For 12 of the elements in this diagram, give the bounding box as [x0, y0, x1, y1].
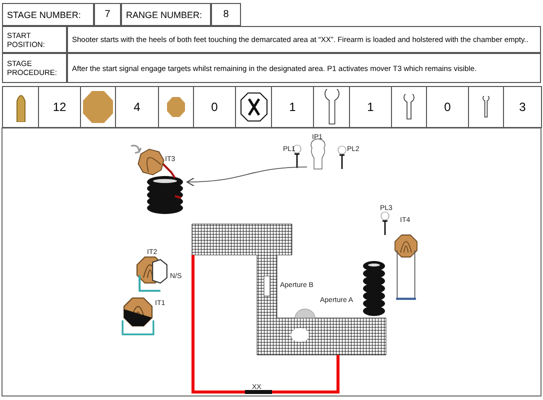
range-number-value: 8 [211, 3, 241, 26]
stage-number-label: STAGE NUMBER: [2, 3, 94, 26]
count-cell: 3 [503, 86, 542, 128]
count-cell: 1 [271, 86, 314, 128]
range-number-label: RANGE NUMBER: [121, 3, 211, 26]
count-cell: 4 [115, 86, 159, 128]
stage-number-value: 7 [94, 3, 121, 26]
count-cell: 0 [426, 86, 469, 128]
cable-line [186, 166, 308, 186]
count-cell: 0 [193, 86, 236, 128]
count-cell: 12 [38, 86, 81, 128]
count-cell: 1 [349, 86, 392, 128]
